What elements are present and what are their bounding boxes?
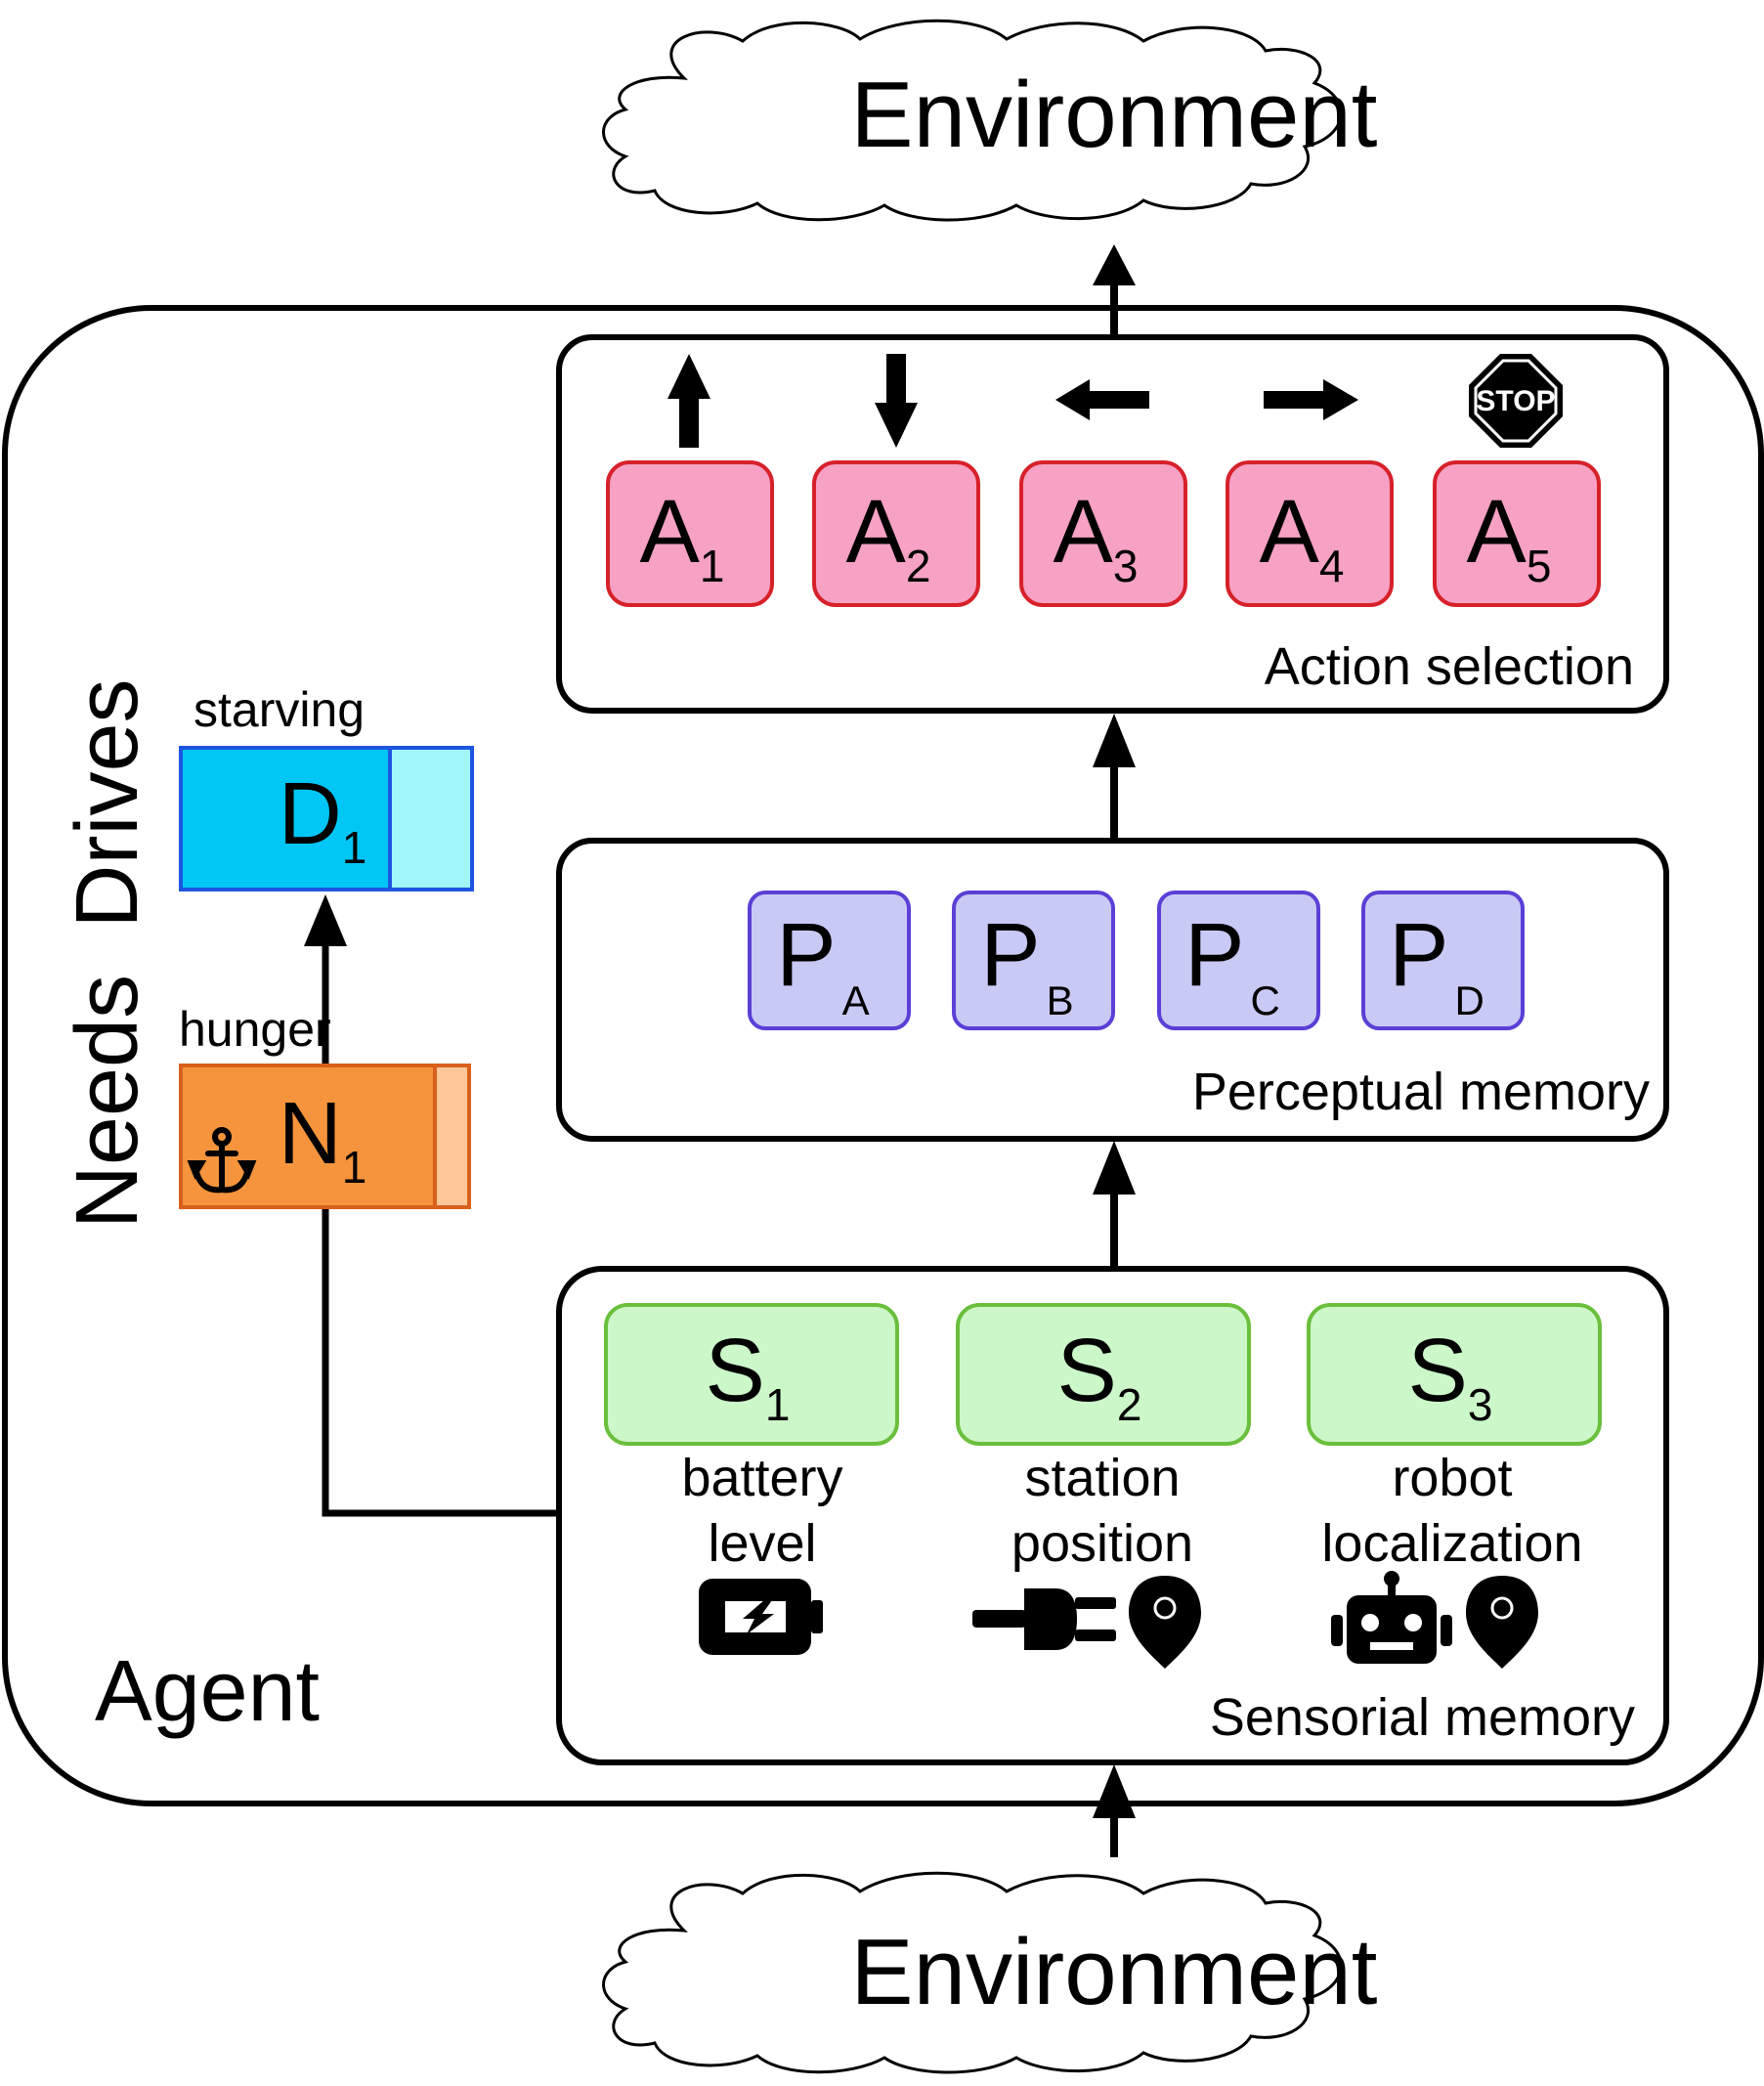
action-a3: A3 (1019, 460, 1187, 607)
arrow-right-icon (1264, 379, 1358, 420)
battery-icon (699, 1579, 823, 1655)
drive-symbol: D1 (279, 765, 367, 873)
sensor-s3-line1: robot (1392, 1449, 1512, 1507)
action-selection-panel: Action selection STOP A1 (556, 334, 1669, 714)
svg-text:S1: S1 (706, 1321, 791, 1430)
perceptual-memory-label: Perceptual memory (1192, 1063, 1650, 1121)
drives-label: Drives (59, 678, 156, 928)
sensor-s2: S2 station position (956, 1303, 1251, 1669)
sensor-s2-line1: station (1024, 1449, 1180, 1507)
svg-text:A2: A2 (846, 482, 931, 591)
cloud-shape (602, 1871, 1343, 2074)
action-selection-label: Action selection (1265, 637, 1634, 696)
sensor-s3: S3 robot localization (1307, 1303, 1602, 1669)
action-a1: A1 (606, 460, 774, 607)
sensor-s1-line2: level (708, 1514, 816, 1573)
arrow-down-icon (875, 354, 918, 448)
plug-icon (972, 1588, 1116, 1650)
sensor-s1: S1 battery level (604, 1303, 899, 1655)
svg-text:A1: A1 (640, 482, 725, 591)
location-pin-icon (1129, 1576, 1201, 1669)
agent-box: Agent (2, 305, 1764, 1806)
arrow-to-environment (1093, 244, 1136, 337)
sensorial-memory-label: Sensorial memory (1210, 1688, 1635, 1747)
environment-bottom-label: Environment (851, 1920, 1378, 2024)
environment-bottom: Environment (602, 1871, 1378, 2074)
sensor-s1-line1: battery (681, 1449, 842, 1507)
sensorial-memory-panel: Sensorial memory S1 battery level S2 sta… (556, 1266, 1669, 1765)
stop-sign-icon: STOP (1469, 354, 1563, 448)
arrow-up-icon (667, 354, 710, 448)
needs-label: Needs (59, 975, 156, 1229)
arrow-left-icon (1055, 379, 1149, 420)
arrow-sensorial-to-perceptual (1093, 1141, 1136, 1269)
svg-text:PB: PB (980, 905, 1073, 1023)
svg-text:S2: S2 (1057, 1321, 1142, 1430)
svg-text:A5: A5 (1467, 482, 1552, 591)
arrow-environment-to-sensors (1093, 1764, 1136, 1857)
svg-text:A4: A4 (1260, 482, 1345, 591)
action-a4: A4 (1226, 460, 1394, 607)
svg-text:PC: PC (1184, 905, 1280, 1023)
robot-icon (1331, 1571, 1452, 1664)
sensor-s2-line2: position (1011, 1514, 1193, 1573)
action-a2: A2 (812, 460, 980, 607)
drive-caption: starving (194, 682, 365, 737)
environment-top-label: Environment (851, 63, 1378, 167)
drive-d1: starving D1 (179, 682, 474, 891)
anchor-icon (187, 1127, 257, 1194)
svg-text:S3: S3 (1408, 1321, 1493, 1430)
stop-sign-text: STOP (1476, 385, 1555, 417)
environment-top: Environment (602, 19, 1378, 222)
svg-text:A3: A3 (1054, 482, 1139, 591)
action-a5: A5 (1433, 460, 1601, 607)
cloud-shape (602, 19, 1343, 222)
svg-text:PD: PD (1389, 905, 1484, 1023)
arrow-need-to-drive (304, 894, 347, 1065)
drive-fill-bar (179, 746, 392, 891)
location-pin-icon (1466, 1576, 1538, 1669)
agent-label: Agent (95, 1642, 320, 1739)
svg-text:PA: PA (776, 905, 869, 1023)
arrow-perceptual-to-action (1093, 714, 1136, 841)
need-n1: hunger N1 (179, 1002, 471, 1209)
connector-sensors-to-need (322, 1209, 559, 1517)
sensor-s3-line2: localization (1321, 1514, 1582, 1573)
need-caption: hunger (179, 1002, 331, 1057)
need-symbol: N1 (279, 1085, 367, 1193)
